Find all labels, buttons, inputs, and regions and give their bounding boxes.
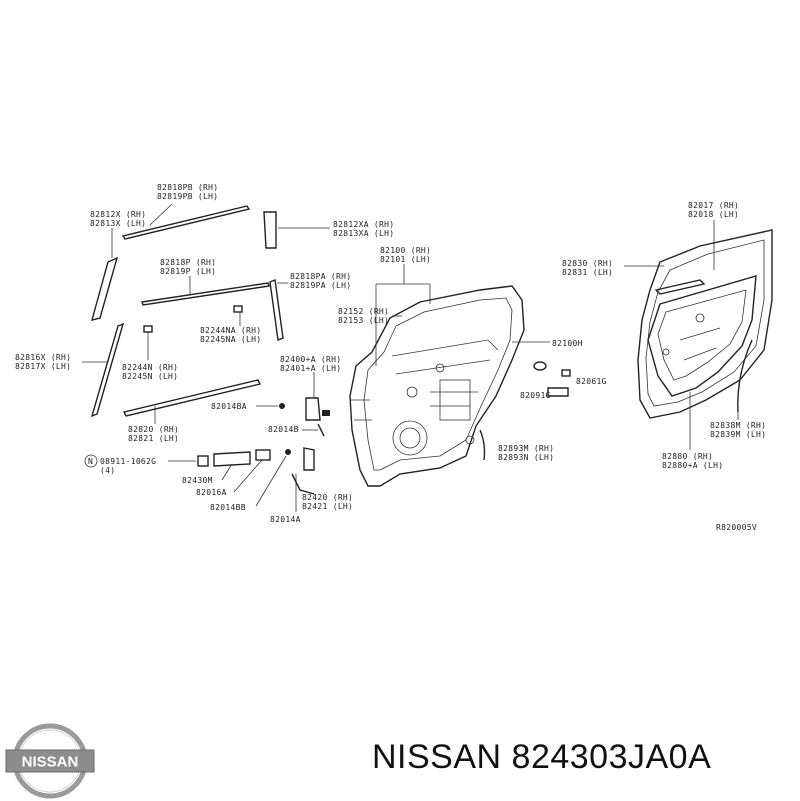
label-82061g: 82061G	[576, 377, 607, 386]
part-caption: NISSAN 824303JA0A	[372, 738, 712, 776]
label-82893m: 82893M (RH)	[498, 444, 554, 453]
part-82091g	[547, 387, 569, 397]
label-82421: 82421 (LH)	[302, 502, 353, 511]
molding-82818p	[141, 276, 270, 306]
clip-82244na	[233, 305, 243, 326]
seal-82838m	[737, 339, 753, 413]
molding-82820	[122, 379, 262, 424]
part-82100h	[512, 341, 571, 377]
outside-handle-82430m	[197, 447, 315, 471]
label-82830: 82830 (RH)	[562, 259, 613, 268]
label-82244na: 82244NA (RH)	[200, 326, 261, 335]
rear-door-panel-82100	[349, 285, 525, 487]
label-82401: 82401+A (LH)	[280, 364, 341, 373]
label-82880: 82880 (RH)	[662, 452, 713, 461]
label-82812xa: 82812XA (RH)	[333, 220, 394, 229]
diagram-code: R820005V	[716, 523, 757, 532]
label-82816x: 82816X (RH)	[15, 353, 71, 362]
label-82014a: 82014A	[270, 515, 301, 524]
label-82244n: 82244N (RH)	[122, 363, 178, 372]
label-82818pb: 82818PB (RH)	[157, 183, 218, 192]
weatherstrip-82830	[637, 229, 773, 419]
label-82014ba: 82014BA	[211, 402, 247, 411]
label-82420: 82420 (RH)	[302, 493, 353, 502]
label-82245n: 82245N (LH)	[122, 372, 178, 381]
clip-82244n	[143, 325, 153, 360]
molding-82812x	[91, 228, 119, 321]
label-82017: 82017 (RH)	[688, 201, 739, 210]
label-82813xa: 82813XA (LH)	[333, 229, 394, 238]
label-82893n: 82893N (LH)	[498, 453, 554, 462]
label-82018: 82018 (LH)	[688, 210, 739, 219]
garnish-82812xa	[263, 211, 330, 249]
label-82016a: 82016A	[196, 488, 227, 497]
label-82817x: 82817X (LH)	[15, 362, 71, 371]
handle-82400	[305, 397, 330, 421]
label-82818p: 82818P (RH)	[160, 258, 216, 267]
label-82831: 82831 (LH)	[562, 268, 613, 277]
label-82245na: 82245NA (LH)	[200, 335, 261, 344]
molding-82818pa	[269, 279, 288, 341]
nissan-logo: NISSAN	[5, 723, 95, 799]
label-82014b: 82014B	[268, 425, 299, 434]
label-82820: 82820 (RH)	[128, 425, 179, 434]
label-82819pb: 82819PB (LH)	[157, 192, 218, 201]
rod-82420	[291, 473, 315, 495]
seal-82893m	[479, 429, 486, 461]
label-82819pa: 82819PA (LH)	[290, 281, 351, 290]
label-82091g: 82091G	[520, 391, 551, 400]
clip-82014ba	[279, 403, 285, 409]
label-82812x: 82812X (RH)	[90, 210, 146, 219]
label-82400: 82400+A (RH)	[280, 355, 341, 364]
molding-82818pb	[121, 203, 251, 240]
label-82101: 82101 (LH)	[380, 255, 431, 264]
label-82430m: 82430M	[182, 476, 213, 485]
logo-text: NISSAN	[22, 754, 79, 771]
label-82839m: 82839M (LH)	[710, 430, 766, 439]
label-82153: 82153 (LH)	[338, 316, 389, 325]
molding-82816x	[82, 322, 125, 418]
label-08911: 08911-1062G	[100, 457, 156, 466]
label-82818pa: 82818PA (RH)	[290, 272, 351, 281]
label-82100h: 82100H	[552, 339, 583, 348]
label-82100: 82100 (RH)	[380, 246, 431, 255]
label-08911-qty: (4)	[100, 466, 115, 475]
nut-08911	[84, 454, 98, 468]
label-circle-n: N	[88, 457, 93, 466]
label-82821: 82821 (LH)	[128, 434, 179, 443]
label-82813x: 82813X (LH)	[90, 219, 146, 228]
label-82014bb: 82014BB	[210, 503, 246, 512]
label-82819p: 82819P (LH)	[160, 267, 216, 276]
door-trim-82880	[647, 275, 757, 397]
label-82880a: 82880+A (LH)	[662, 461, 723, 470]
label-82152: 82152 (RH)	[338, 307, 389, 316]
rod-82014b	[317, 423, 325, 437]
label-82838m: 82838M (RH)	[710, 421, 766, 430]
